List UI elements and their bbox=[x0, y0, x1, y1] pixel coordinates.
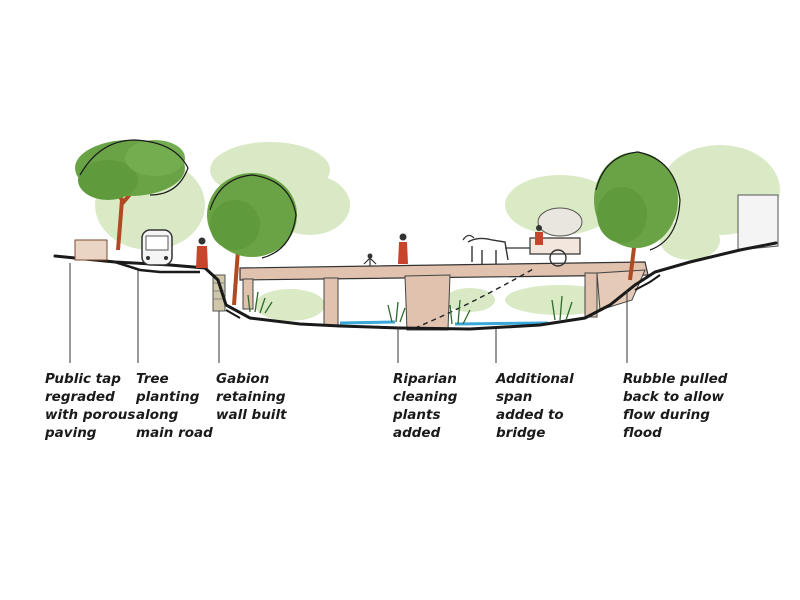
tree-left bbox=[75, 139, 189, 251]
label-rubble: Rubble pulled back to allow flow during … bbox=[623, 370, 727, 442]
label-line: added to bbox=[496, 407, 564, 423]
label-public-tap: Public tap regraded with porous paving bbox=[45, 370, 135, 442]
label-line: regraded bbox=[45, 389, 115, 405]
label-line: Public tap bbox=[45, 371, 121, 387]
label-line: Rubble pulled bbox=[623, 371, 728, 387]
tree-gabion bbox=[207, 173, 297, 306]
label-riparian: Riparian cleaning plants added bbox=[393, 370, 457, 442]
label-line: cleaning bbox=[393, 389, 458, 405]
river-water bbox=[339, 320, 549, 326]
bridge bbox=[239, 261, 649, 331]
label-line: paving bbox=[45, 425, 97, 441]
label-line: Additional bbox=[496, 371, 574, 387]
label-line: back to allow bbox=[623, 389, 724, 405]
label-line: bridge bbox=[496, 425, 546, 441]
label-gabion: Gabion retaining wall built bbox=[216, 370, 287, 424]
label-additional-span: Additional span added to bridge bbox=[496, 370, 574, 442]
bus bbox=[141, 229, 173, 266]
leader-lines bbox=[69, 263, 628, 363]
gabion-wall bbox=[212, 274, 226, 312]
person-near-tree bbox=[196, 237, 208, 268]
label-line: Gabion bbox=[216, 371, 270, 387]
public-tap-structure bbox=[74, 239, 108, 261]
riparian-plants bbox=[247, 291, 573, 325]
label-line: flood bbox=[623, 425, 662, 441]
tree-right bbox=[594, 151, 681, 281]
person-on-bridge bbox=[398, 233, 408, 264]
label-line: span bbox=[496, 389, 533, 405]
ox-cart bbox=[462, 207, 583, 267]
label-line: planting bbox=[136, 389, 200, 405]
child-on-bridge bbox=[363, 253, 377, 266]
label-line: wall built bbox=[216, 407, 287, 423]
label-line: Riparian bbox=[393, 371, 457, 387]
label-line: plants bbox=[393, 407, 441, 423]
label-line: added bbox=[393, 425, 441, 441]
building-right bbox=[737, 194, 779, 251]
label-line: flow during bbox=[623, 407, 710, 423]
label-tree-planting: Tree planting along main road bbox=[136, 370, 213, 442]
label-line: along bbox=[136, 407, 179, 423]
label-line: Tree bbox=[136, 371, 169, 387]
label-line: main road bbox=[136, 425, 213, 441]
label-line: with porous bbox=[45, 407, 136, 423]
label-line: retaining bbox=[216, 389, 286, 405]
